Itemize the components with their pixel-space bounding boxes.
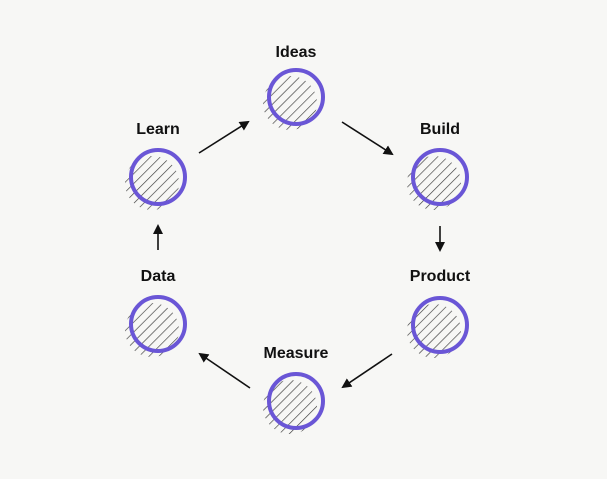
node-ideas: Ideas — [263, 44, 325, 130]
node-data: Data — [125, 268, 187, 357]
node-ideas-label: Ideas — [276, 44, 317, 61]
node-measure: Measure — [263, 345, 329, 434]
node-build-ring — [411, 148, 469, 206]
node-data-ring — [129, 295, 187, 353]
node-ideas-ring — [267, 68, 325, 126]
node-measure-ring — [267, 372, 325, 430]
node-learn-ring — [129, 148, 187, 206]
node-product-ring — [411, 296, 469, 354]
node-build: Build — [407, 121, 469, 210]
node-product-label: Product — [410, 268, 471, 285]
arrow-measure-to-data — [198, 352, 251, 389]
arrow-learn-to-ideas — [198, 120, 250, 154]
arrow-ideas-to-build — [341, 121, 394, 156]
node-data-label: Data — [141, 268, 176, 285]
arrow-product-to-measure — [341, 353, 393, 389]
node-measure-label: Measure — [264, 345, 329, 362]
node-learn: Learn — [125, 121, 187, 210]
node-product: Product — [407, 268, 471, 358]
node-build-label: Build — [420, 121, 460, 138]
node-learn-label: Learn — [136, 121, 180, 138]
